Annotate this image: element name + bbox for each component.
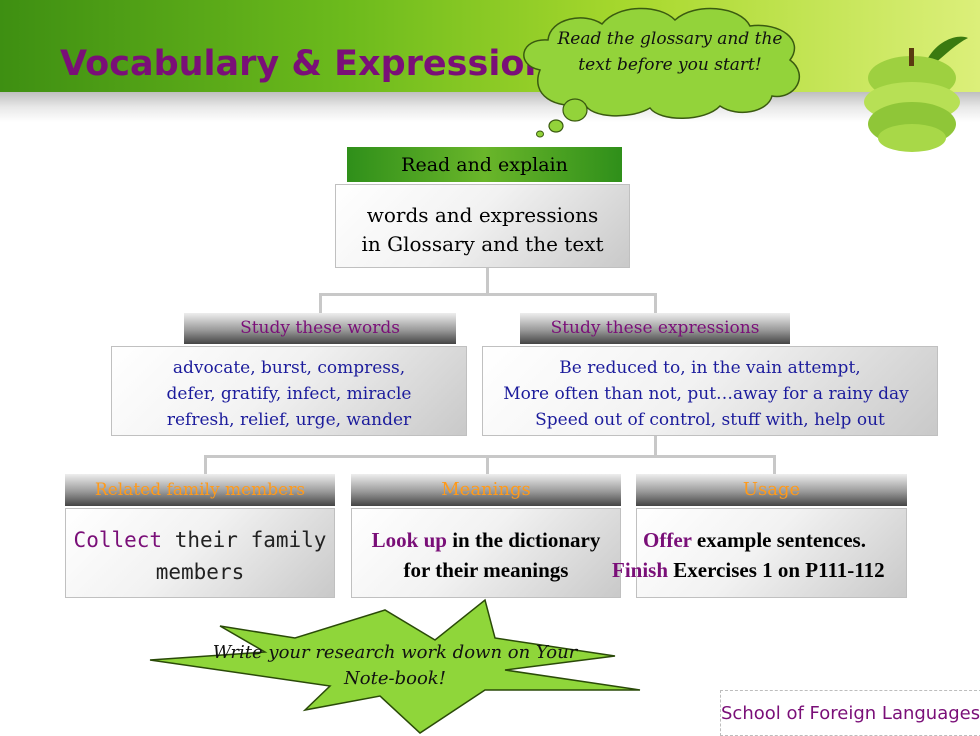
lookup-rest: in the dictionary <box>446 528 601 552</box>
green-apple-icon <box>864 36 968 152</box>
words-line: refresh, relief, urge, wander <box>166 410 412 430</box>
words-line: defer, gratify, infect, miracle <box>166 384 412 404</box>
glossary-line-1: words and expressions <box>366 203 599 227</box>
usage-label: Usage <box>742 479 801 500</box>
family-members-label: Related family members <box>94 480 306 500</box>
collect-box: Collect their family members <box>65 508 335 598</box>
connector <box>773 455 776 474</box>
expressions-line: Speed out of control, stuff with, help o… <box>535 410 885 430</box>
study-expressions-label: Study these expressions <box>550 318 760 338</box>
collect-accent: Collect <box>73 528 163 552</box>
slide-title: Vocabulary & Expressions <box>60 44 571 84</box>
usage-header: Usage <box>636 474 907 506</box>
words-line: advocate, burst, compress, <box>172 358 406 378</box>
meanings-header: Meanings <box>351 474 621 506</box>
collect-rest: their family <box>162 528 327 552</box>
cloud-note: Read the glossary and the text before yo… <box>557 29 783 75</box>
school-footer: School of Foreign Languages <box>720 690 980 736</box>
family-members-header: Related family members <box>65 474 335 506</box>
meanings-label: Meanings <box>441 479 531 500</box>
lookup-accent: Look up <box>371 528 447 552</box>
connector <box>486 268 489 294</box>
connector <box>319 293 322 313</box>
offer-accent: Offer <box>643 528 692 552</box>
connector <box>654 293 657 313</box>
finish-rest: Exercises 1 on P111-112 <box>668 558 885 582</box>
note-book-reminder: Write your research work down on Your No… <box>212 642 578 689</box>
words-list-box: advocate, burst, compress, defer, gratif… <box>111 346 467 436</box>
glossary-box: words and expressions in Glossary and th… <box>335 184 630 268</box>
thought-cloud <box>523 7 801 138</box>
usage-box: Offer example sentences. Finish Exercise… <box>612 508 907 598</box>
connector <box>486 455 489 474</box>
connector <box>319 293 657 296</box>
finish-accent: Finish <box>612 558 669 582</box>
connector <box>654 436 657 456</box>
starburst-shape <box>149 598 641 734</box>
footer-label: School of Foreign Languages <box>721 703 980 724</box>
lookup-box: Look up in the dictionary for their mean… <box>351 508 621 598</box>
expressions-line: Be reduced to, in the vain attempt, <box>559 358 861 378</box>
read-explain-header: Read and explain <box>347 147 622 182</box>
banner-shadow <box>0 92 980 122</box>
study-expressions-header: Study these expressions <box>520 313 790 344</box>
connector <box>204 455 776 458</box>
offer-rest: example sentences. <box>691 528 866 552</box>
expressions-line: More often than not, put…away for a rain… <box>503 384 909 404</box>
glossary-line-2: in Glossary and the text <box>361 232 604 256</box>
study-words-header: Study these words <box>184 313 456 344</box>
expressions-list-box: Be reduced to, in the vain attempt, More… <box>482 346 938 436</box>
collect-line-2: members <box>155 560 245 584</box>
lookup-line-2: for their meanings <box>403 558 569 582</box>
connector <box>204 455 207 474</box>
study-words-label: Study these words <box>240 318 400 338</box>
